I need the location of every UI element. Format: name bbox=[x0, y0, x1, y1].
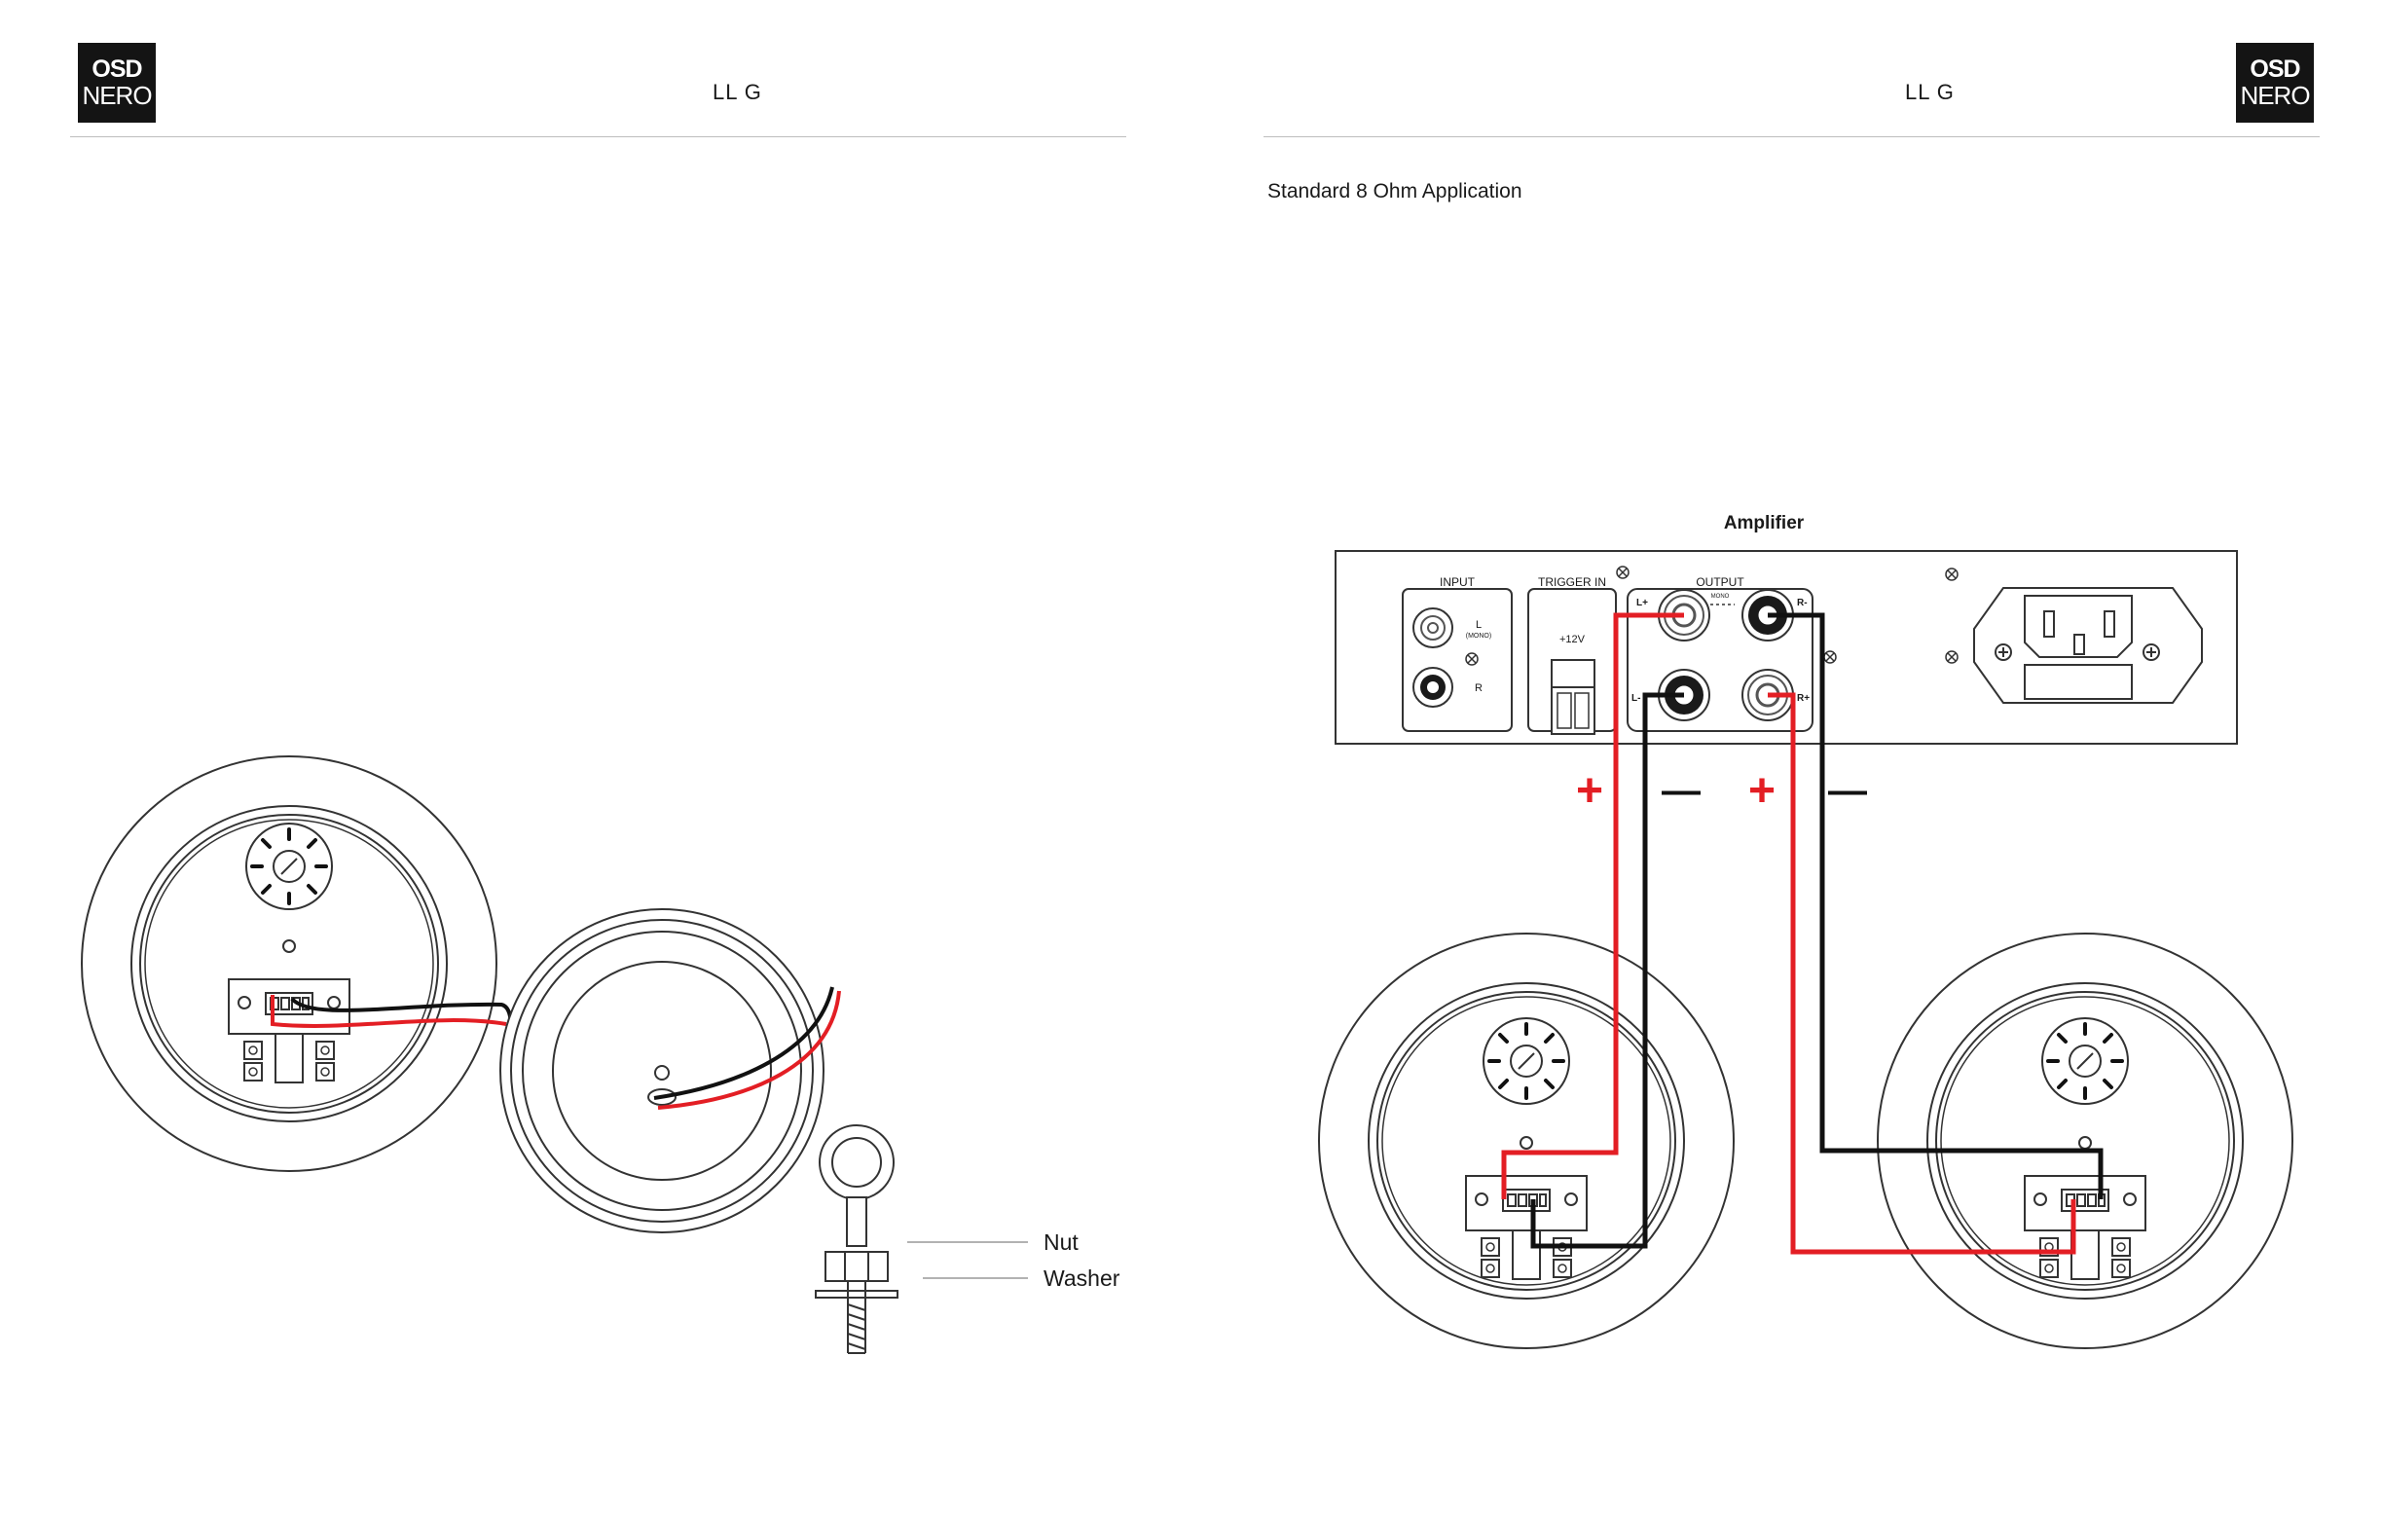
input-l-label: L bbox=[1476, 619, 1482, 631]
terminal-lplus-label: L+ bbox=[1636, 598, 1648, 608]
speaker-enclosure-view bbox=[500, 909, 824, 1232]
washer-label: Washer bbox=[1044, 1265, 1120, 1291]
eye-bolt-illustration bbox=[816, 1125, 1028, 1353]
speaker-b bbox=[1878, 934, 2292, 1348]
terminal-rplus-label: R+ bbox=[1797, 693, 1810, 704]
output-mono-label: MONO bbox=[1711, 594, 1730, 600]
terminal-lminus-label: L- bbox=[1631, 693, 1640, 704]
amplifier-label: Amplifier bbox=[1724, 513, 1805, 533]
polarity-right-plus: + bbox=[1748, 765, 1776, 817]
trigger-label: TRIGGER IN bbox=[1538, 575, 1606, 589]
input-mono-label: (MONO) bbox=[1466, 633, 1491, 640]
rca-jack-left bbox=[1413, 608, 1452, 647]
terminal-rminus-label: R- bbox=[1797, 598, 1808, 608]
polarity-right-minus: — bbox=[1828, 769, 1867, 812]
input-r-label: R bbox=[1475, 682, 1483, 694]
polarity-left-minus: — bbox=[1662, 769, 1701, 812]
nut-label: Nut bbox=[1044, 1229, 1079, 1255]
amplifier-panel: INPUT L (MONO) R TRIGGER IN +12V OUTPUT bbox=[1336, 551, 2237, 744]
speaker-a bbox=[1319, 934, 1734, 1348]
input-label: INPUT bbox=[1440, 575, 1476, 589]
speaker-rear-view bbox=[82, 756, 496, 1171]
trigger-voltage-label: +12V bbox=[1559, 634, 1586, 645]
output-label: OUTPUT bbox=[1696, 575, 1744, 589]
power-inlet bbox=[1974, 588, 2202, 703]
trigger-connector bbox=[1552, 660, 1594, 734]
rca-jack-right bbox=[1413, 668, 1452, 707]
polarity-left-plus: + bbox=[1576, 765, 1603, 817]
